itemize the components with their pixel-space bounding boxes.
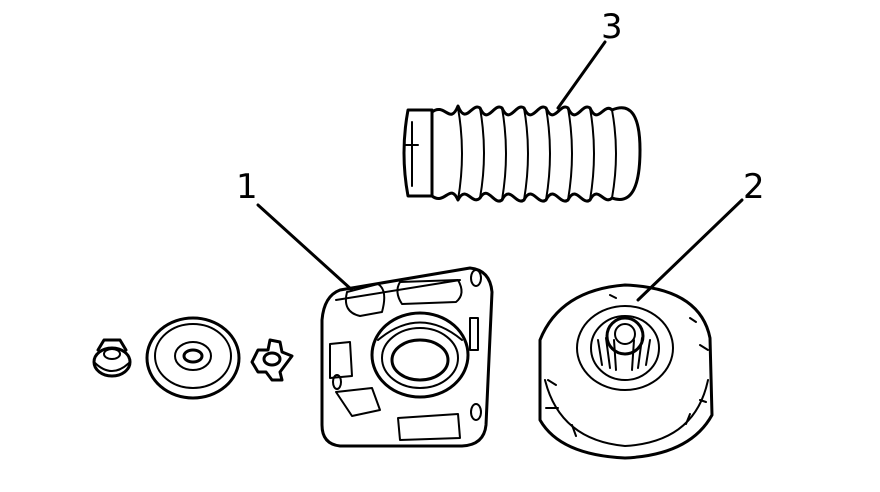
cup-washer-icon (145, 316, 241, 400)
callout-number-2: 2 (743, 167, 765, 207)
leader-line-3 (556, 40, 607, 110)
dust-boot-bellows-icon (402, 104, 642, 203)
callout-number-1: 1 (236, 167, 258, 207)
callout-number-3: 3 (601, 7, 623, 47)
leader-line-2 (636, 198, 744, 302)
flange-nut-icon (92, 338, 132, 378)
star-nut-icon (250, 338, 294, 382)
leader-line-1 (256, 203, 354, 292)
strut-bearing-mount-icon (538, 283, 714, 460)
strut-mount-plate-icon (320, 266, 494, 448)
